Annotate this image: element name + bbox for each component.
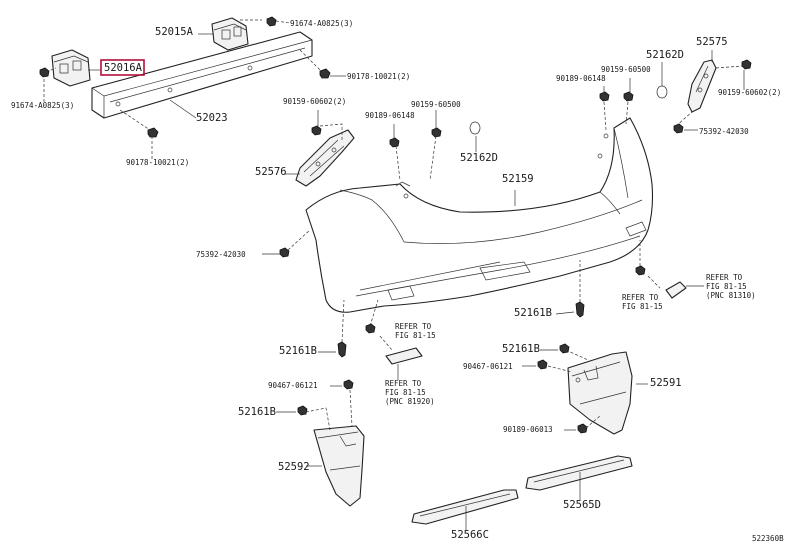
leader-lines-mudguard-left (276, 385, 353, 467)
lbl-52161b-a: 52161B (514, 307, 552, 319)
lbl-90178-left: 90178-10021(2) (126, 158, 189, 167)
fasteners-right-top (599, 59, 752, 134)
lbl-90189-a: 90189-06148 (365, 111, 415, 120)
ref-center-line-1: FIG 81-15 (395, 331, 436, 340)
lbl-90189-b: 90189-06148 (556, 74, 606, 83)
leader-lines-right-top (603, 50, 745, 131)
highlight-box-52016a (100, 59, 145, 76)
reflector-strip-52566c (411, 489, 519, 525)
lbl-75392-right: 75392-42030 (699, 127, 749, 136)
lbl-52162d-a: 52162D (460, 152, 498, 164)
lbl-52161b-b: 52161B (279, 345, 317, 357)
reference-leaders (379, 275, 704, 380)
lbl-52162d-b: 52162D (646, 49, 684, 61)
ref-right-line-2: (PNC 81310) (706, 291, 756, 300)
lbl-52023: 52023 (196, 112, 228, 124)
lbl-91674-top: 91674-A0825(3) (290, 19, 353, 28)
fasteners-left-mid (311, 121, 481, 148)
lbl-52575: 52575 (696, 36, 728, 48)
lbl-52565d: 52565D (563, 499, 601, 511)
reflector-plugs (385, 281, 687, 365)
ref-lower-line-1: FIG 81-15 (385, 388, 426, 397)
leader-lines-mudguard-right (522, 349, 648, 431)
mudguard-52591 (567, 351, 633, 435)
reflector-strip-52565d (525, 455, 633, 491)
lbl-90467-b: 90467-06121 (268, 381, 318, 390)
lbl-diagram-id: 522360B (752, 534, 784, 543)
lbl-90159-d: 90159-60602(2) (718, 88, 781, 97)
retainer-52575 (687, 59, 717, 113)
leader-lines-left-mid (284, 110, 477, 181)
lbl-52159: 52159 (502, 173, 534, 185)
bracket-52015a (211, 17, 249, 51)
ref-mid-right-line-1: FIG 81-15 (622, 302, 663, 311)
label-layer: 52015A 91674-A0825(3) 52016A 90178-10021(2)… (11, 19, 784, 543)
lbl-52591: 52591 (650, 377, 682, 389)
lbl-52576: 52576 (255, 166, 287, 178)
lbl-91674-left: 91674-A0825(3) (11, 101, 74, 110)
fasteners-mudguard-left (297, 379, 354, 416)
fasteners-sides (279, 247, 646, 358)
lbl-90159-c: 90159-60500 (601, 65, 651, 74)
leader-lines-top (43, 19, 346, 160)
fasteners-mudguard-right (537, 343, 588, 434)
ref-right-line-0: REFER TO (706, 273, 743, 282)
lbl-75392-left: 75392-42030 (196, 250, 246, 259)
reinforcement-beam-52023 (91, 31, 313, 119)
lbl-52015a: 52015A (155, 26, 194, 38)
lbl-52016a: 52016A (104, 62, 143, 74)
leader-lines-sides (262, 229, 641, 353)
retainer-52576 (295, 129, 355, 187)
ref-center-line-0: REFER TO (395, 322, 432, 331)
mudguard-52592 (313, 425, 365, 507)
lbl-90159-a: 90159-60602(2) (283, 97, 346, 106)
fasteners-top (39, 16, 331, 138)
lbl-90159-b: 90159-60500 (411, 100, 461, 109)
bracket-52016a (51, 49, 91, 87)
ref-lower-line-2: (PNC 81920) (385, 397, 435, 406)
lbl-90189-c: 90189-06013 (503, 425, 553, 434)
lbl-52592: 52592 (278, 461, 310, 473)
ref-lower-line-0: REFER TO (385, 379, 422, 388)
ref-mid-right-line-0: REFER TO (622, 293, 659, 302)
leader-lines-strips (465, 472, 581, 530)
lbl-52566c: 52566C (451, 529, 489, 541)
ref-right-line-1: FIG 81-15 (706, 282, 747, 291)
lbl-90178-top: 90178-10021(2) (347, 72, 410, 81)
lbl-52161b-c: 52161B (502, 343, 540, 355)
lbl-90467-a: 90467-06121 (463, 362, 513, 371)
bumper-cover-52159 (305, 117, 654, 313)
lbl-52161b-d: 52161B (238, 406, 276, 418)
